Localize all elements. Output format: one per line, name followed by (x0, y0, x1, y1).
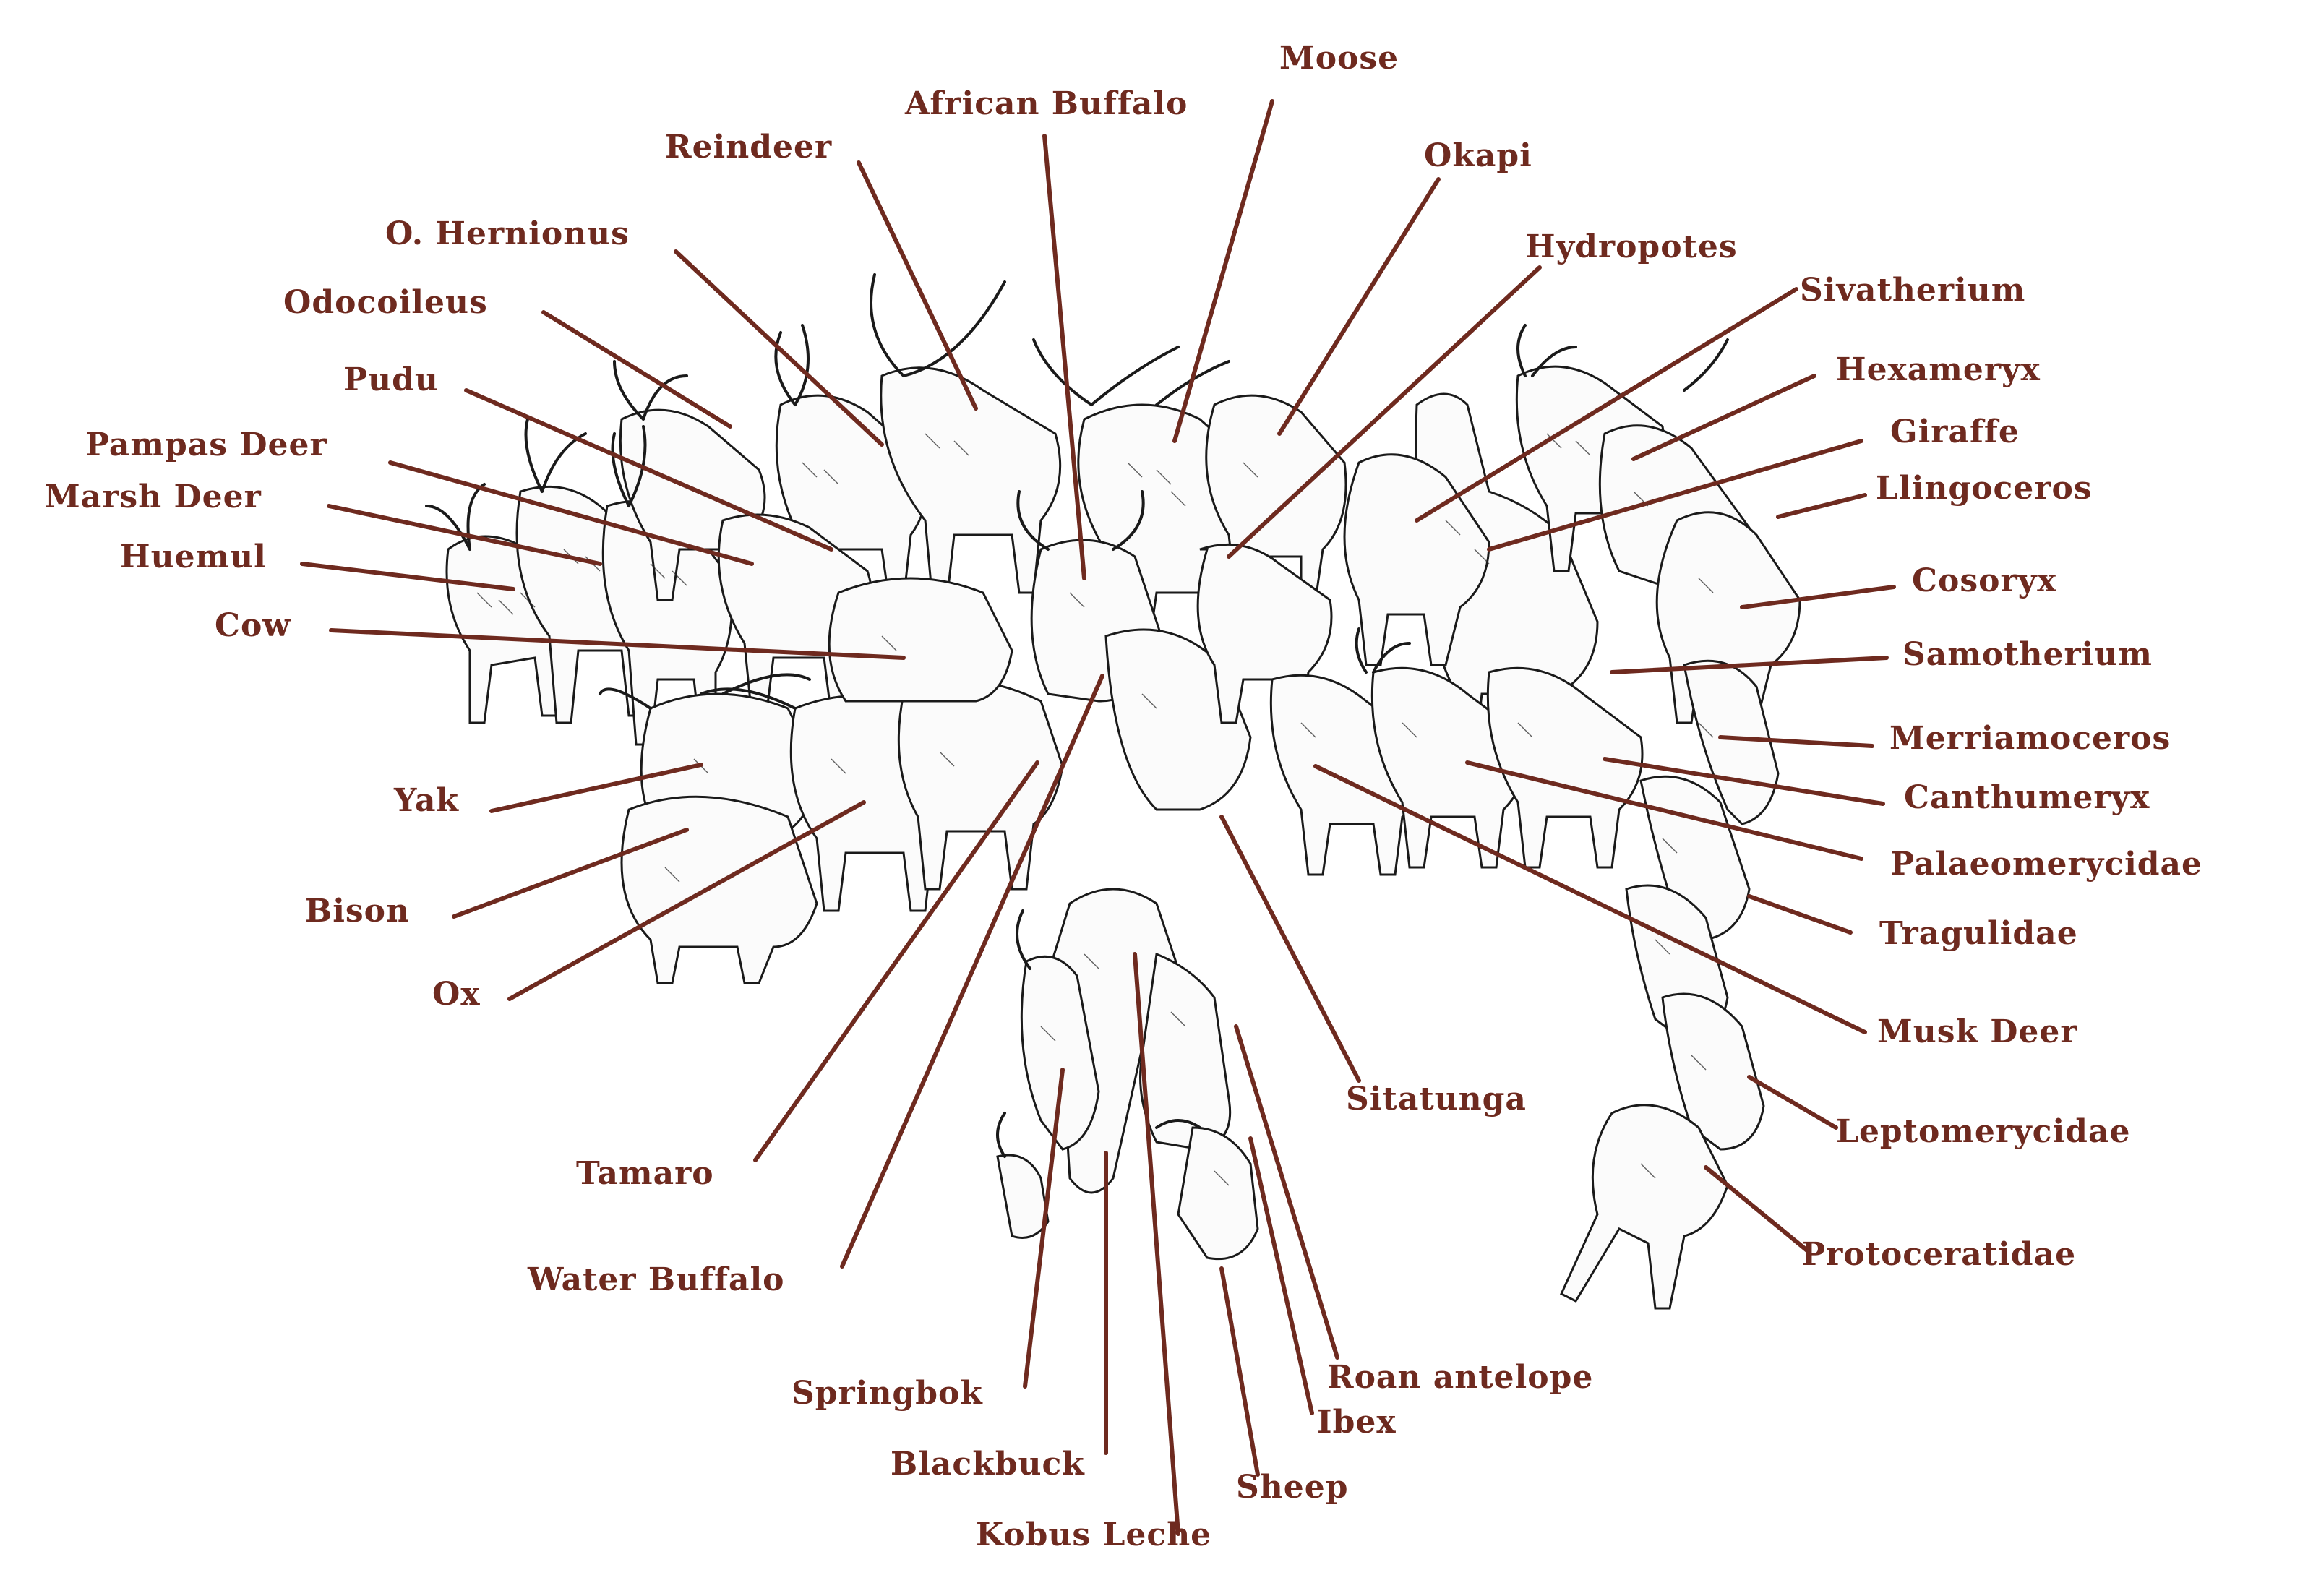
label-o-hernionus: O. Hernionus (385, 215, 630, 252)
label-springbok: Springbok (792, 1375, 983, 1412)
label-tragulidae: Tragulidae (1879, 915, 2078, 952)
label-marsh-deer: Marsh Deer (45, 479, 262, 515)
leader-tragulidae (1747, 894, 1853, 935)
label-protoceratidae: Protoceratidae (1801, 1236, 2076, 1273)
leader-okapi (1277, 177, 1441, 436)
leader-kobus-leche (1133, 952, 1180, 1536)
label-huemul: Huemul (120, 539, 267, 575)
label-samotherium: Samotherium (1902, 636, 2153, 673)
leader-canthumeryx (1603, 757, 1885, 806)
label-cow: Cow (215, 607, 291, 644)
label-ibex: Ibex (1317, 1404, 1397, 1441)
label-palaeomerycidae: Palaeomerycidae (1890, 846, 2202, 883)
label-giraffe: Giraffe (1890, 413, 2020, 450)
leader-springbok (1023, 1068, 1065, 1389)
leader-sitatunga (1219, 815, 1361, 1083)
species-labels: Moose African Buffalo Reindeer Okapi O. … (45, 40, 2202, 1553)
leader-hexameryx (1631, 374, 1816, 461)
leader-o-hernionus (674, 249, 884, 447)
label-hydropotes: Hydropotes (1525, 228, 1738, 265)
label-moose: Moose (1279, 40, 1399, 77)
label-roan-antelope: Roan antelope (1327, 1359, 1593, 1396)
label-hexameryx: Hexameryx (1836, 351, 2041, 388)
label-llingoceros: Llingoceros (1876, 470, 2093, 507)
leader-reindeer (857, 160, 978, 411)
label-odocoileus: Odocoileus (283, 284, 488, 321)
leader-protoceratidae (1704, 1165, 1809, 1253)
leader-odocoileus (541, 310, 732, 429)
label-pampas-deer: Pampas Deer (85, 426, 327, 463)
leader-marsh-deer (327, 504, 602, 566)
leader-moose (1172, 99, 1274, 443)
giraffid-cluster (1269, 324, 1801, 876)
leader-ibex (1248, 1136, 1314, 1415)
leader-water-buffalo (840, 674, 1104, 1269)
leader-samotherium (1610, 656, 1889, 674)
label-leptomerycidae: Leptomerycidae (1836, 1113, 2130, 1150)
lower-branch-animals (996, 888, 1259, 1261)
leader-african-buffalo (1042, 134, 1086, 580)
label-canthumeryx: Canthumeryx (1904, 779, 2150, 816)
label-pudu: Pudu (343, 361, 439, 398)
leader-huemul (300, 562, 515, 591)
label-cosoryx: Cosoryx (1912, 562, 2056, 599)
leader-yak (489, 763, 703, 813)
label-merriamoceros: Merriamoceros (1889, 720, 2171, 757)
leader-lines (300, 99, 1896, 1536)
label-okapi: Okapi (1424, 137, 1532, 174)
leader-musk-deer (1313, 764, 1867, 1034)
label-musk-deer: Musk Deer (1877, 1013, 2078, 1050)
leader-bison (452, 828, 689, 919)
leader-sivatherium (1415, 287, 1798, 523)
label-sheep: Sheep (1236, 1469, 1349, 1506)
leader-ox (507, 800, 866, 1001)
leader-sheep (1219, 1266, 1260, 1477)
label-bison: Bison (305, 893, 410, 930)
leader-pudu (464, 388, 833, 552)
leader-leptomerycidae (1747, 1075, 1838, 1130)
leader-palaeomerycidae (1465, 760, 1863, 861)
label-ox: Ox (432, 976, 481, 1013)
leader-pampas-deer (388, 460, 754, 566)
leader-roan-antelope (1234, 1024, 1339, 1360)
leader-tamaro (753, 760, 1039, 1162)
leader-llingoceros (1776, 493, 1867, 519)
leader-cow (329, 628, 906, 660)
label-yak: Yak (393, 782, 460, 819)
center-cluster (1016, 338, 1347, 811)
leader-merriamoceros (1718, 735, 1874, 748)
label-tamaro: Tamaro (576, 1155, 714, 1192)
label-african-buffalo: African Buffalo (904, 85, 1188, 122)
leader-cosoryx (1740, 585, 1896, 609)
label-water-buffalo: Water Buffalo (527, 1261, 785, 1298)
animal-illustration (425, 273, 1801, 1310)
label-sivatherium: Sivatherium (1800, 272, 2025, 309)
label-sitatunga: Sitatunga (1346, 1081, 1527, 1117)
leader-giraffe (1487, 439, 1863, 552)
label-blackbuck: Blackbuck (891, 1446, 1085, 1483)
label-reindeer: Reindeer (665, 129, 832, 166)
bovid-cluster (599, 577, 1064, 984)
leader-hydropotes (1227, 265, 1542, 559)
label-kobus-leche: Kobus Leche (976, 1516, 1211, 1553)
